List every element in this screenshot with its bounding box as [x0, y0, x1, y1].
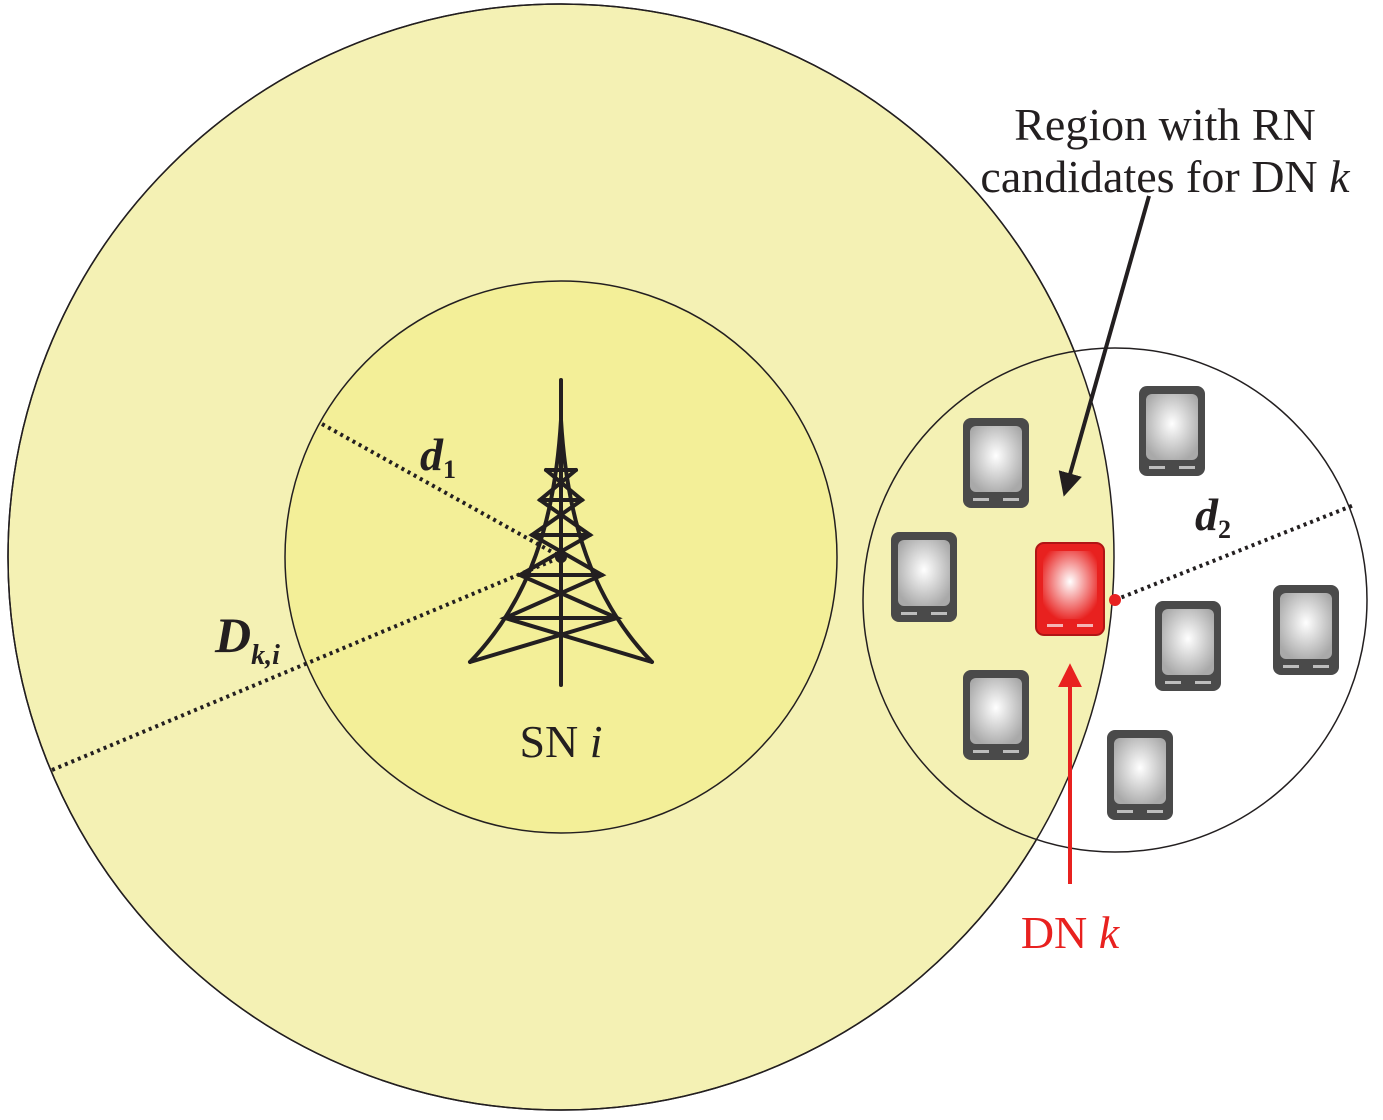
annotation-line-1: Region with RN	[1014, 99, 1316, 150]
sn-label: SN i	[519, 716, 602, 767]
dn-position-dot	[1109, 594, 1121, 606]
mobile-device-icon	[1139, 386, 1205, 476]
d2-radius-line	[1114, 503, 1355, 602]
sn-center-dot	[555, 551, 567, 563]
mobile-device-icon	[891, 532, 957, 622]
d1-label: d1	[420, 429, 456, 484]
cell-tower-icon	[468, 378, 654, 687]
rn-region-arrow	[1058, 195, 1151, 497]
mobile-device-icon	[963, 418, 1029, 508]
dn-label: DN k	[1021, 907, 1121, 958]
mobile-device-icon	[1273, 585, 1339, 675]
mobile-device-icon	[1155, 601, 1221, 691]
mobile-device-icon	[1107, 730, 1173, 820]
annotation-line-2: candidates for DN k	[980, 151, 1351, 202]
D-label: Dk,i	[214, 607, 280, 671]
mobile-device-icon	[963, 670, 1029, 760]
D-distance-line	[51, 555, 562, 772]
destination-node-device-icon	[1035, 542, 1105, 636]
d2-label: d2	[1195, 489, 1231, 544]
